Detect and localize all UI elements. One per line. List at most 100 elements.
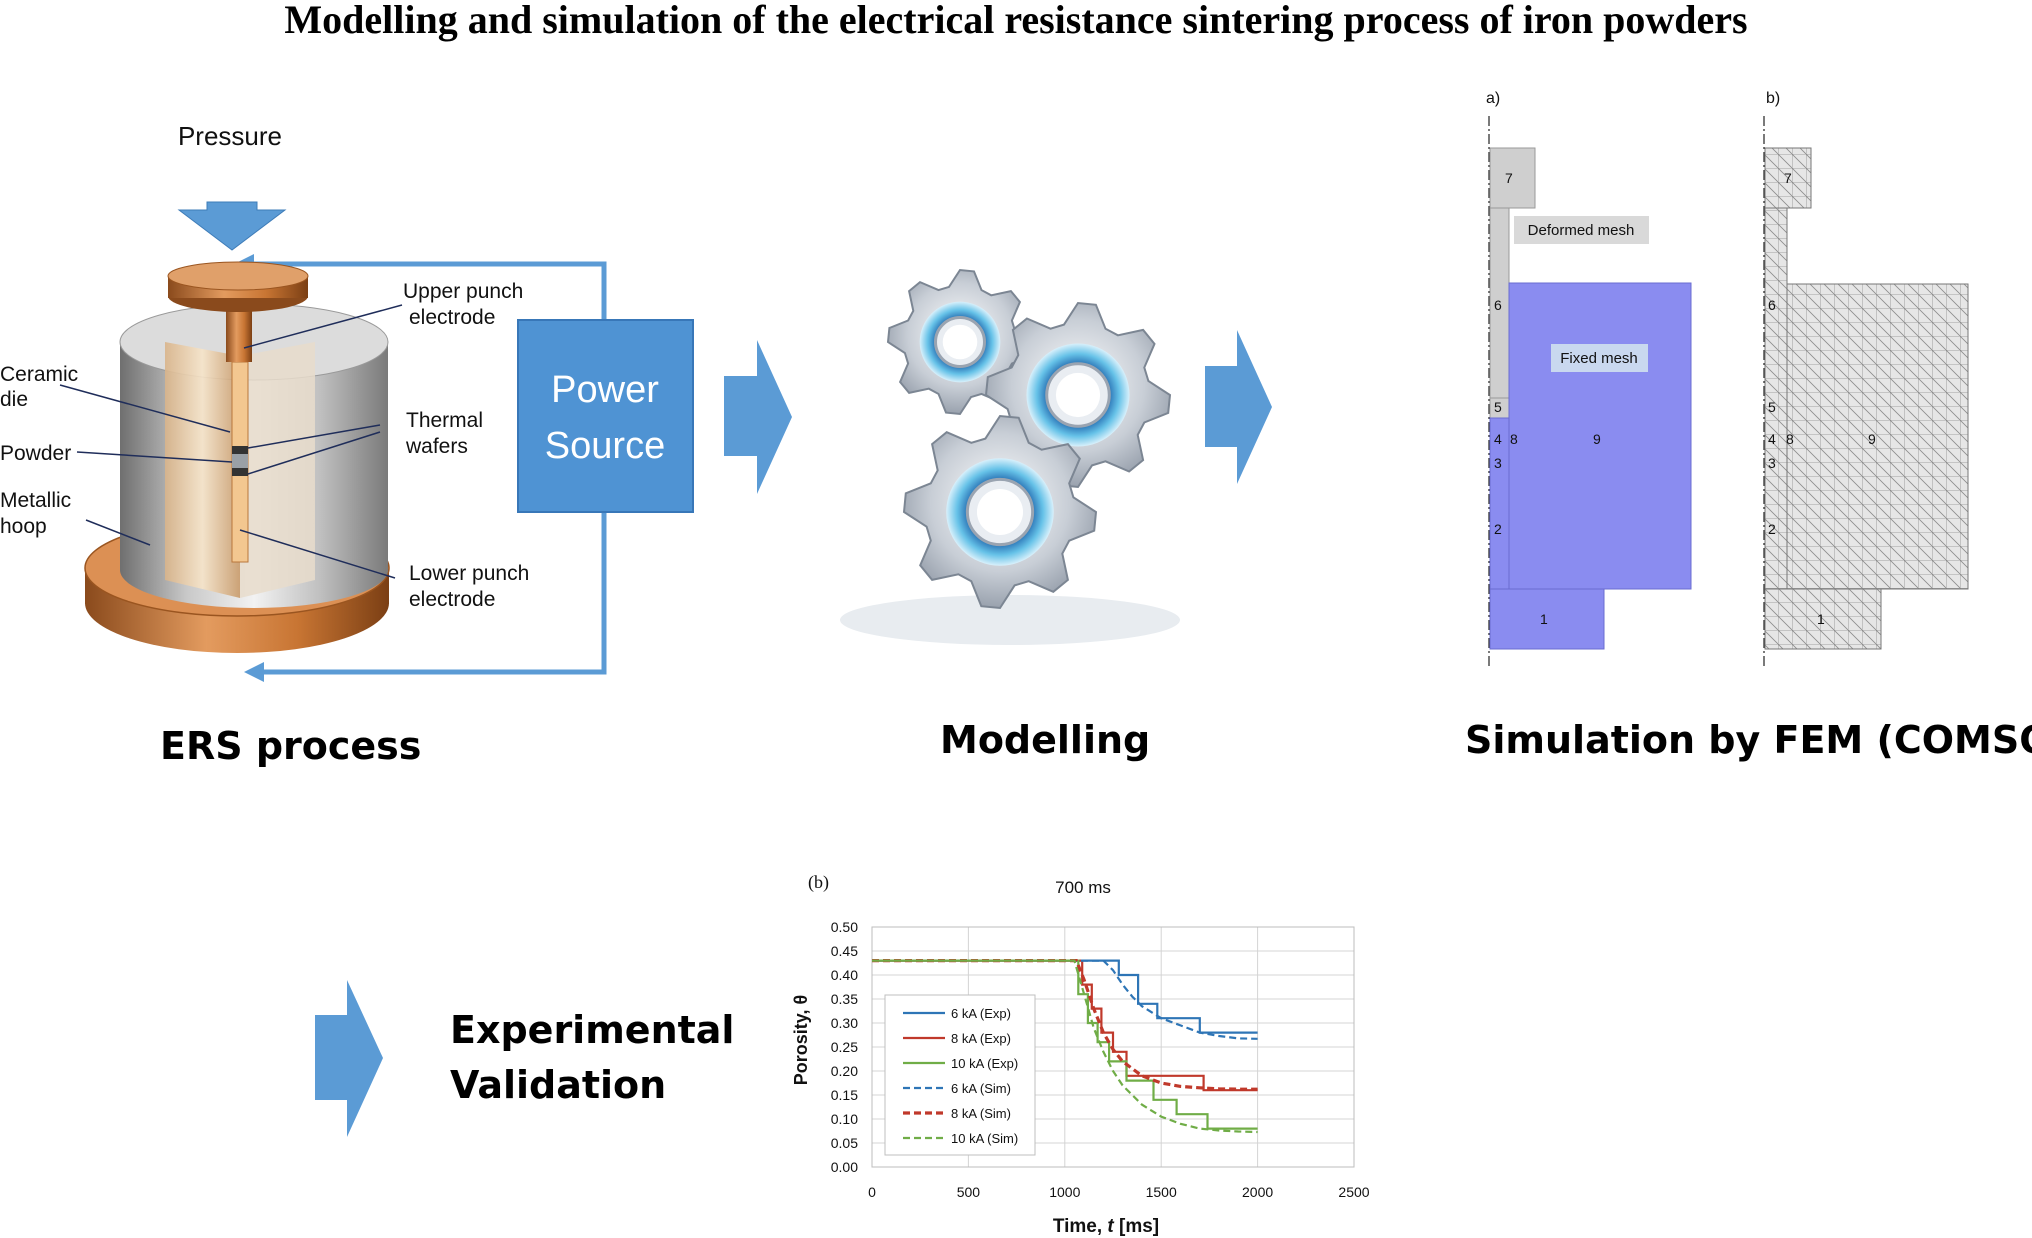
mesh-region-7 bbox=[1764, 147, 1812, 209]
fem-panel-a: a) Deformed mesh Fixed mesh 7 6 5 4 8 9 … bbox=[1486, 90, 1692, 668]
deformed-mesh-label: Deformed mesh bbox=[1528, 222, 1635, 239]
thermal-wafer-top bbox=[232, 446, 248, 454]
flow-arrow-1 bbox=[724, 340, 792, 494]
lower-punch-label-1: Lower punch bbox=[409, 562, 529, 585]
y-tick-label: 0.25 bbox=[831, 1039, 858, 1055]
mesh-region-9 bbox=[1786, 283, 1969, 590]
chart-title: 700 ms bbox=[1055, 878, 1111, 897]
upper-punch-label-2: electrode bbox=[409, 306, 495, 329]
page-title: Modelling and simulation of the electric… bbox=[284, 0, 1748, 42]
chart-xlabel: Time, t [ms] bbox=[1053, 1216, 1159, 1237]
region-label-7: 7 bbox=[1784, 170, 1792, 186]
y-tick-label: 0.10 bbox=[831, 1111, 858, 1127]
x-tick-label: 0 bbox=[868, 1184, 876, 1200]
y-tick-label: 0.05 bbox=[831, 1135, 858, 1151]
deformed-mesh-tag bbox=[1514, 216, 1649, 244]
fixed-mesh-label: Fixed mesh bbox=[1560, 350, 1638, 367]
cutaway-face bbox=[240, 342, 315, 598]
y-tick-label: 0.40 bbox=[831, 967, 858, 983]
region-label-1: 1 bbox=[1540, 611, 1548, 627]
series-line-6 bbox=[872, 959, 1258, 1134]
region-label-8: 8 bbox=[1510, 431, 1518, 447]
x-tick-label: 1000 bbox=[1049, 1184, 1080, 1200]
legend-label: 10 kA (Sim) bbox=[951, 1131, 1018, 1146]
legend-label: 8 kA (Sim) bbox=[951, 1106, 1011, 1121]
y-tick-label: 0.00 bbox=[831, 1159, 858, 1175]
gear-shadow bbox=[840, 595, 1180, 645]
ceramic-die-label-2: die bbox=[0, 388, 28, 411]
power-source-line1: Power bbox=[551, 369, 659, 411]
y-tick-label: 0.35 bbox=[831, 991, 858, 1007]
powder-region bbox=[232, 454, 248, 468]
simulation-caption: Simulation by FEM (COMSOL) bbox=[1465, 718, 2032, 762]
x-tick-label: 500 bbox=[957, 1184, 981, 1200]
validation-caption-line1: Experimental bbox=[450, 1008, 735, 1052]
porosity-chart: (b) 700 ms 0.00 0.05 0.10 0.15 0.20 0.25 0.30 0… bbox=[791, 872, 1370, 1237]
region-label-6: 6 bbox=[1768, 297, 1776, 313]
region-label-8: 8 bbox=[1786, 431, 1794, 447]
flow-arrow-2 bbox=[1205, 330, 1272, 484]
power-source-line2: Source bbox=[545, 425, 665, 467]
y-tick-label: 0.30 bbox=[831, 1015, 858, 1031]
power-source-box bbox=[517, 319, 694, 513]
region-label-9: 9 bbox=[1593, 431, 1601, 447]
thermal-wafers-label-2: wafers bbox=[405, 435, 468, 458]
thermal-wafer-bottom bbox=[232, 468, 248, 476]
pressure-arrow bbox=[177, 201, 287, 251]
x-tick-label: 2000 bbox=[1242, 1184, 1273, 1200]
region-label-7: 7 bbox=[1505, 170, 1513, 186]
gear-icon bbox=[902, 414, 1098, 610]
ceramic-die-label-1: Ceramic bbox=[0, 363, 78, 386]
upper-punch-label-1: Upper punch bbox=[403, 280, 523, 303]
region-label-3: 3 bbox=[1494, 455, 1502, 471]
leader-lines bbox=[59, 304, 403, 579]
thermal-wafers-label-1: Thermal bbox=[406, 409, 483, 432]
region-7 bbox=[1489, 147, 1536, 209]
series-line-1 bbox=[872, 959, 1258, 1034]
legend-label: 6 kA (Sim) bbox=[951, 1081, 1011, 1096]
y-tick-label: 0.45 bbox=[831, 943, 858, 959]
modelling-caption: Modelling bbox=[940, 718, 1151, 762]
y-tick-label: 0.15 bbox=[831, 1087, 858, 1103]
gear-icon bbox=[984, 301, 1172, 489]
series-line-3 bbox=[872, 959, 1258, 1130]
ers-caption: ERS process bbox=[160, 724, 422, 768]
metallic-hoop-label-2: hoop bbox=[0, 515, 47, 538]
region-label-4: 4 bbox=[1494, 431, 1502, 447]
legend-label: 10 kA (Exp) bbox=[951, 1056, 1018, 1071]
wire-arrow-bottom bbox=[244, 662, 264, 682]
legend-label: 6 kA (Exp) bbox=[951, 1006, 1011, 1021]
y-tick-label: 0.50 bbox=[831, 919, 858, 935]
x-tick-label: 2500 bbox=[1338, 1184, 1369, 1200]
chart-panel-label: (b) bbox=[808, 872, 829, 893]
lower-punch-label-2: electrode bbox=[409, 588, 495, 611]
series-line-2 bbox=[872, 959, 1258, 1092]
region-1 bbox=[1489, 588, 1605, 650]
pressure-label: Pressure bbox=[178, 121, 282, 151]
ers-process-panel: Pressure Power Source bbox=[0, 121, 694, 682]
y-tick-label: 0.20 bbox=[831, 1063, 858, 1079]
flow-arrow-3 bbox=[315, 980, 383, 1137]
mesh-region-1 bbox=[1764, 588, 1882, 650]
region-label-1: 1 bbox=[1817, 611, 1825, 627]
upper-punch-cap-top bbox=[167, 261, 309, 291]
fem-panel-b: b) 7 6 5 4 8 9 3 2 1 bbox=[1763, 90, 1969, 668]
panel-b-label: b) bbox=[1766, 90, 1780, 107]
powder-label: Powder bbox=[0, 442, 71, 465]
region-label-5: 5 bbox=[1768, 399, 1776, 415]
region-label-2: 2 bbox=[1494, 521, 1502, 537]
circuit-wire bbox=[240, 261, 607, 675]
x-tick-label: 1500 bbox=[1146, 1184, 1177, 1200]
plot-frame bbox=[871, 926, 1355, 1168]
metallic-hoop-label-1: Metallic bbox=[0, 489, 71, 512]
region-label-2: 2 bbox=[1768, 521, 1776, 537]
series-line-4 bbox=[872, 959, 1258, 1040]
validation-caption-line2: Validation bbox=[450, 1063, 667, 1107]
region-label-4: 4 bbox=[1768, 431, 1776, 447]
region-label-3: 3 bbox=[1768, 455, 1776, 471]
legend-label: 8 kA (Exp) bbox=[951, 1031, 1011, 1046]
chart-ylabel: Porosity, θ bbox=[791, 995, 811, 1085]
modelling-gears bbox=[840, 268, 1180, 645]
region-label-9: 9 bbox=[1868, 431, 1876, 447]
